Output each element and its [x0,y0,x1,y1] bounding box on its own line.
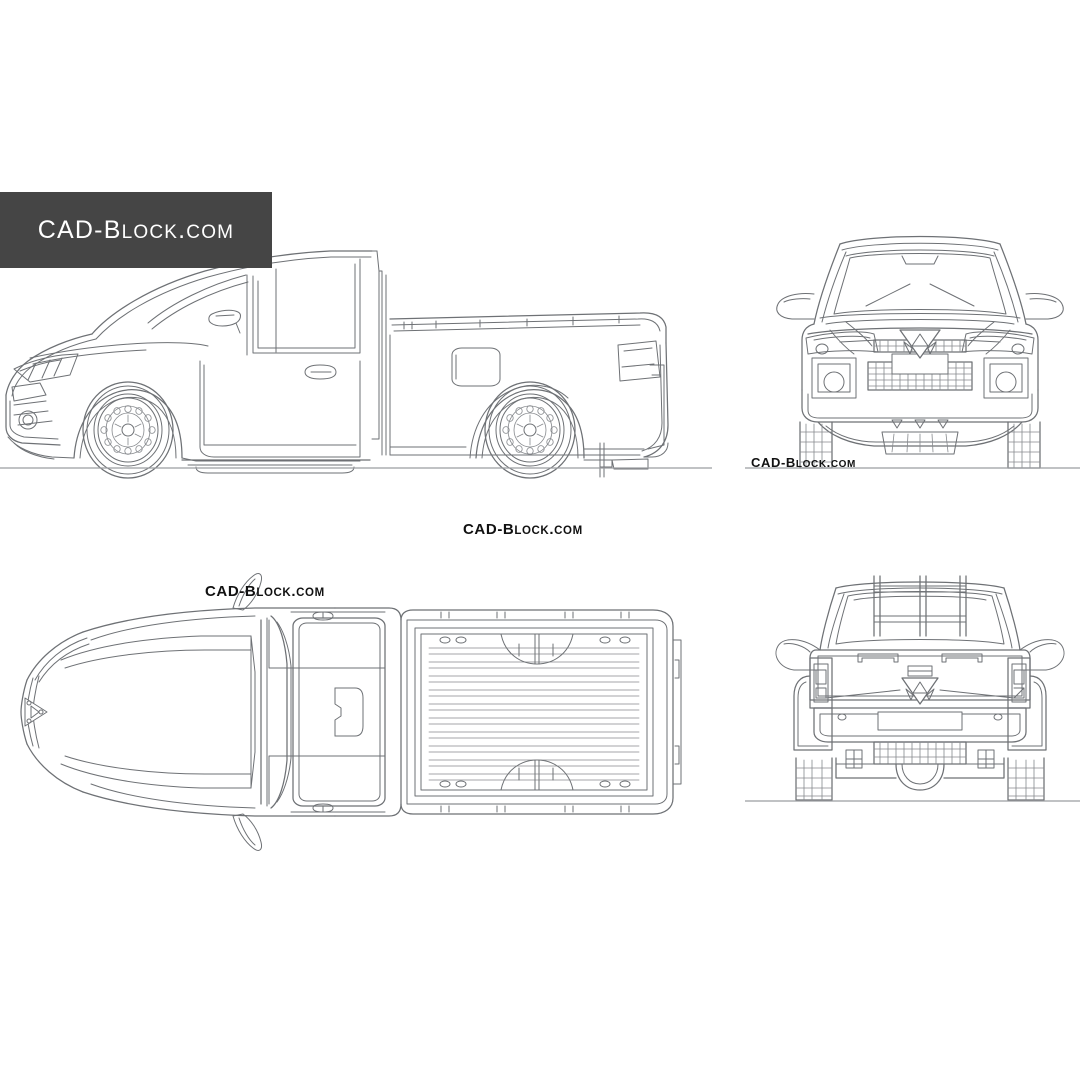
view-top-plan [5,560,710,860]
ground-line-front [745,467,1080,469]
view-front-elevation [770,222,1070,472]
side-wheel-front [83,382,173,478]
top-bed [401,610,681,814]
top-windshield-and-roof [271,608,401,816]
front-roof-and-glass [814,237,1026,325]
front-bumper [802,358,1038,454]
top-doors [269,612,385,812]
watermark-top-view: CAD-BLOCK.COM [205,583,325,600]
watermark-banner-text: CAD-BLOCK.COM [37,215,235,244]
rear-bumper [814,708,1026,742]
ground-line-rear [745,800,1080,802]
view-rear-elevation [770,572,1070,812]
side-bed-and-rear [379,271,668,477]
mitsubishi-emblem-front [900,330,940,358]
rear-spare-tire-and-axle [836,742,1004,790]
rear-tires [796,758,1044,800]
ground-line-side [0,467,712,469]
mitsubishi-emblem-rear [902,678,938,704]
top-mirrors [233,574,262,851]
rear-mudflaps-and-arches [794,676,1046,750]
watermark-front-view: CAD-BLOCK.COM [751,455,856,470]
rear-mirrors [776,640,1064,670]
top-hood [61,608,335,816]
side-wheel-rear [485,382,575,478]
rear-roll-bar [874,576,966,636]
front-tires [800,422,1040,468]
front-hood-and-fenders [802,314,1038,391]
front-grille [868,340,972,390]
top-front-nose [21,632,89,792]
view-side-elevation [0,215,715,480]
side-body-outline [92,251,379,457]
side-front-end [6,334,370,473]
watermark-center: CAD-BLOCK.COM [463,521,583,538]
front-mirrors [777,293,1063,319]
watermark-banner: CAD-BLOCK.COM [0,192,272,268]
